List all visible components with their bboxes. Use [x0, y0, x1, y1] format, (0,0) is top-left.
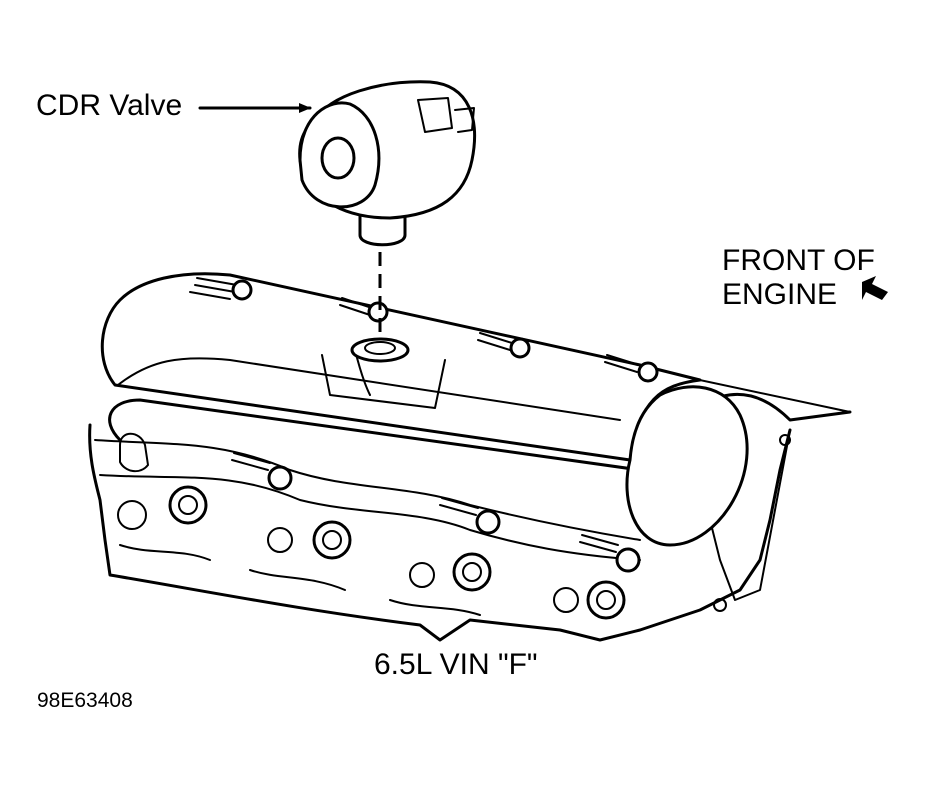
cdr-valve-label: CDR Valve — [36, 89, 183, 122]
front-label-line2: ENGINE — [722, 278, 838, 311]
figure-code: 98E63408 — [37, 689, 133, 712]
diagram-caption: 6.5L VIN "F" — [374, 648, 538, 681]
front-label-line1: FRONT OF — [722, 244, 875, 277]
bolts — [119, 277, 659, 573]
cdr-valve — [298, 80, 477, 247]
cylinder-head — [88, 423, 792, 642]
front-of-engine-label: FRONT OF ENGINE — [722, 244, 875, 312]
valve-cover — [100, 272, 749, 547]
front-direction-arrow-icon — [862, 276, 888, 300]
